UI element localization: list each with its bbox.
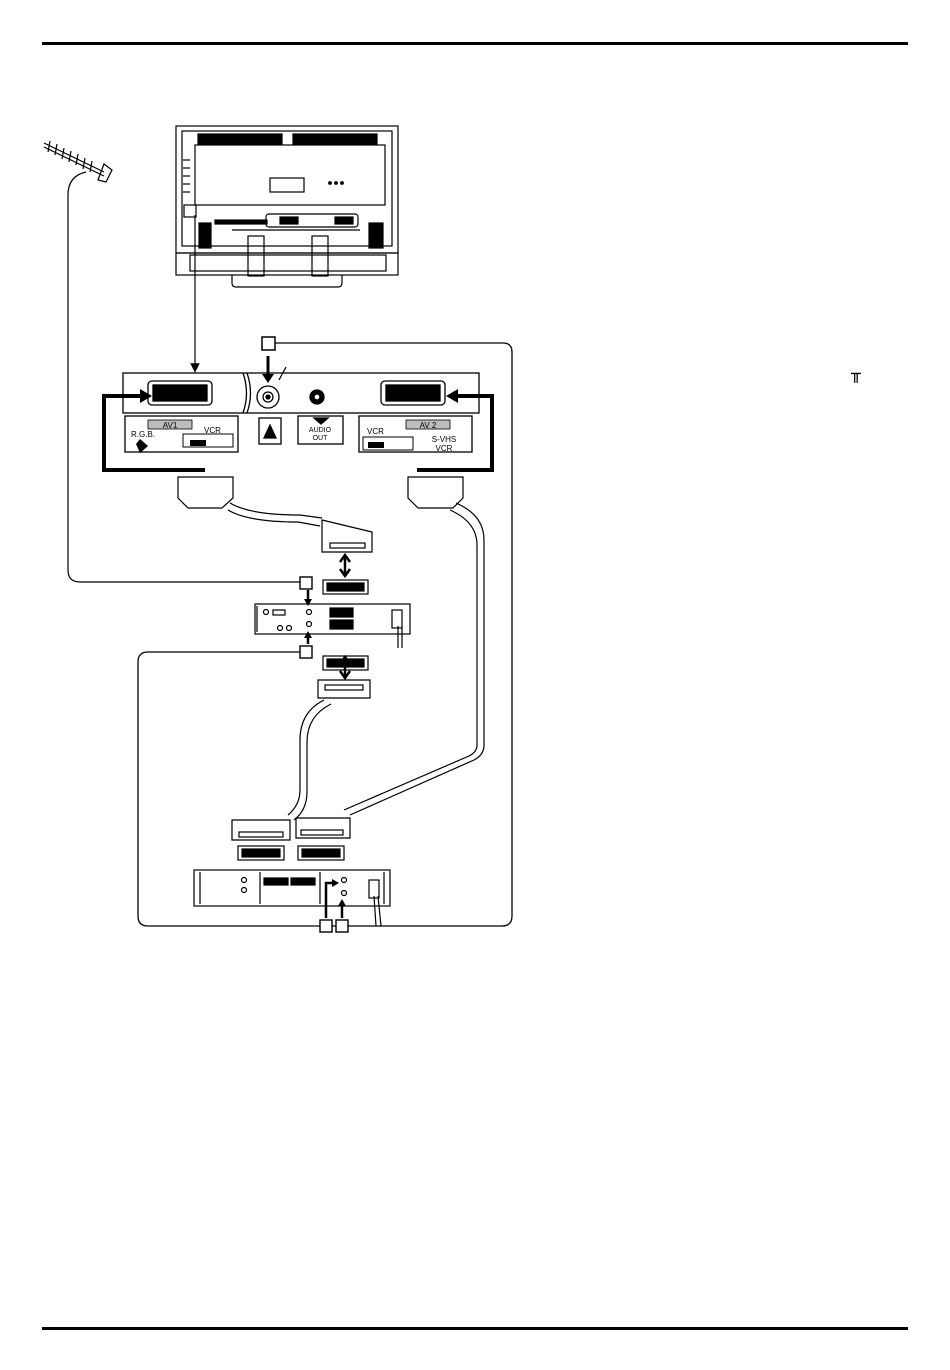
scart-cable-1 — [178, 477, 372, 552]
middle-top-bidirectional-arrow — [340, 555, 350, 576]
middle-device — [255, 580, 410, 670]
middle-top-step-box — [300, 577, 312, 589]
bottom-device — [194, 846, 390, 926]
audio-out-label-line1: AUDIO — [309, 427, 332, 434]
rf-down-arrow-head — [262, 374, 274, 383]
av2-arrow-head — [446, 389, 458, 403]
rf-step-box — [262, 337, 275, 350]
middle-top-arrow-head — [304, 599, 312, 606]
scart-cable-2 — [296, 477, 484, 838]
middle-bottom-step-box — [300, 646, 312, 658]
vcr-left-label: VCR — [204, 426, 221, 435]
av1-label: AV1 — [163, 421, 178, 430]
bottom-arrow-1-head — [332, 879, 339, 887]
satellite-dish-icon — [136, 439, 148, 453]
av2-label: AV 2 — [420, 421, 437, 430]
vcr-right-slot — [368, 442, 384, 448]
vcr-left-slot — [190, 440, 206, 446]
rgb-label: R.G.B. — [131, 430, 155, 439]
bottom-step-box-1 — [320, 920, 332, 932]
scart-cable-3 — [232, 680, 370, 840]
vcr-right-label: VCR — [367, 427, 384, 436]
svhs-label-line1: S-VHS — [432, 435, 456, 444]
connection-panel — [123, 367, 479, 452]
bottom-arrow-2-head — [338, 899, 346, 906]
aerial-antenna-illustration — [44, 141, 300, 582]
svhs-label-line2: VCR — [436, 444, 453, 453]
bottom-step-box-2 — [336, 920, 348, 932]
aerial-symbol-icon: ╥ — [851, 366, 861, 382]
tv-rear-illustration — [176, 126, 398, 287]
bottom-arrow-1-shaft — [326, 883, 334, 918]
audio-out-label-line2: OUT — [313, 435, 329, 442]
